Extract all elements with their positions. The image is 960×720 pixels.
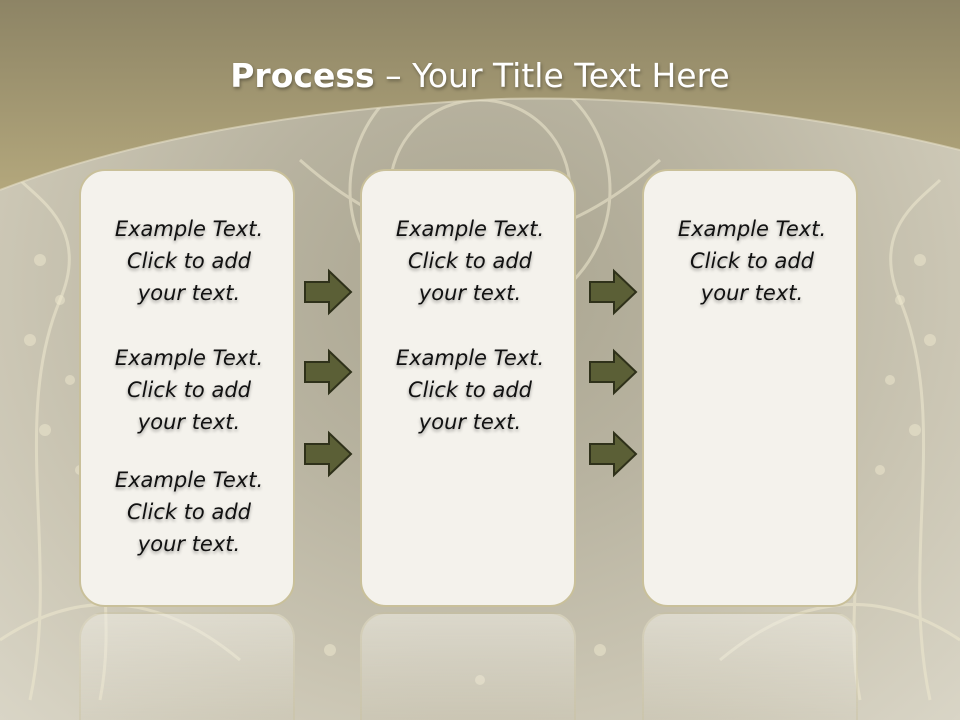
box-reflection bbox=[79, 612, 295, 720]
arrow-right-icon[interactable] bbox=[303, 430, 353, 478]
arrow-right-icon[interactable] bbox=[588, 268, 638, 316]
arrow-right-icon[interactable] bbox=[303, 268, 353, 316]
text-block[interactable]: Example Text. Click to add your text. bbox=[114, 346, 264, 434]
slide-title[interactable]: Process – Your Title Text Here bbox=[0, 56, 960, 95]
arrow-right-icon[interactable] bbox=[588, 348, 638, 396]
box-reflection bbox=[360, 612, 576, 720]
text-block[interactable]: Example Text. Click to add your text. bbox=[114, 217, 264, 305]
process-box-2[interactable]: Example Text. Click to add your text. Ex… bbox=[360, 169, 576, 607]
text-block[interactable]: Example Text. Click to add your text. bbox=[114, 468, 264, 556]
header-band bbox=[0, 0, 960, 191]
title-rest: – Your Title Text Here bbox=[374, 56, 730, 95]
title-bold: Process bbox=[230, 56, 375, 95]
arrow-right-icon[interactable] bbox=[303, 348, 353, 396]
text-block[interactable]: Example Text. Click to add your text. bbox=[395, 346, 545, 434]
box-reflection bbox=[642, 612, 858, 720]
process-box-3[interactable]: Example Text. Click to add your text. bbox=[642, 169, 858, 607]
process-box-1[interactable]: Example Text. Click to add your text. Ex… bbox=[79, 169, 295, 607]
arrow-right-icon[interactable] bbox=[588, 430, 638, 478]
text-block[interactable]: Example Text. Click to add your text. bbox=[395, 217, 545, 305]
text-block[interactable]: Example Text. Click to add your text. bbox=[677, 217, 827, 305]
